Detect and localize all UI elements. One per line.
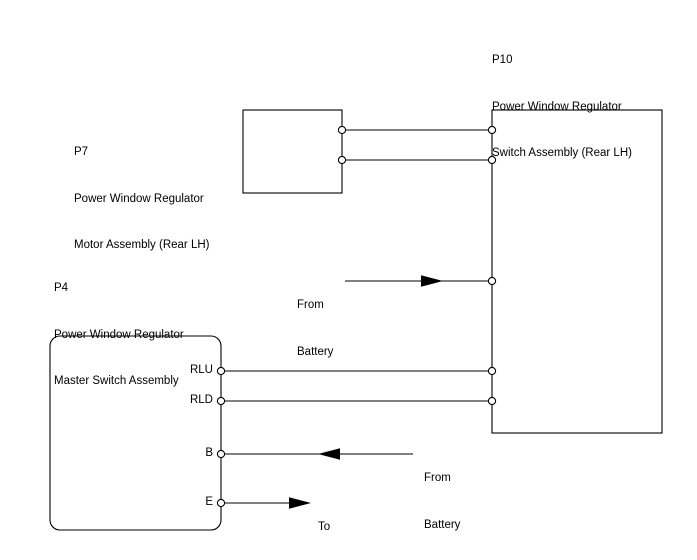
annotation-from-battery-p10-line-1: From (297, 299, 324, 311)
arrowhead-from-battery-to-p10 (421, 275, 443, 287)
p10-component-label: P10 Power Window Regulator Switch Assemb… (492, 22, 632, 193)
terminal-label-rlu: RLU (189, 364, 213, 376)
terminal-node-p4-b (216, 449, 226, 459)
p4-component-label: P4 Power Window Regulator Master Switch … (54, 250, 184, 421)
annotation-from-battery-b-line-1: From (424, 472, 451, 484)
p10-desc-line-2: Switch Assembly (Rear LH) (492, 147, 632, 159)
p4-component-box (49, 335, 222, 531)
p10-ref-text: P10 (492, 54, 513, 66)
p7-ref-text: P7 (74, 146, 89, 158)
terminal-node-p7-upper (337, 125, 347, 135)
annotation-from-battery-p10: From Battery (297, 267, 333, 391)
p4-desc-line-1: Power Window Regulator (54, 328, 184, 341)
terminal-node-p10-battery (487, 276, 497, 286)
arrowhead-to-body-ground (289, 497, 311, 509)
terminal-label-b: B (205, 447, 213, 459)
p7-desc-line-1: Power Window Regulator (74, 192, 204, 205)
p10-component-box (491, 109, 663, 434)
terminal-node-p10-motor-lower (487, 155, 497, 165)
annotation-from-battery-b-line-2: Battery (424, 518, 461, 531)
annotation-to-body-ground-line-1: To (318, 521, 331, 533)
terminal-label-e: E (205, 496, 213, 508)
terminal-node-p4-e (216, 498, 226, 508)
terminal-node-p10-rld (487, 396, 497, 406)
terminal-node-p4-rld (216, 396, 226, 406)
terminal-node-p10-rlu (487, 366, 497, 376)
terminal-node-p4-rlu (216, 366, 226, 376)
terminal-label-rld: RLD (189, 394, 213, 406)
p7-component-box (242, 109, 343, 194)
annotation-to-body-ground: To Body ground (318, 489, 383, 560)
p4-ref-text: P4 (54, 282, 69, 294)
p10-desc-line-1: Power Window Regulator (492, 100, 622, 113)
terminal-node-p10-motor-upper (487, 125, 497, 135)
annotation-from-battery-p10-line-2: Battery (297, 345, 334, 358)
p7-component-label: P7 Power Window Regulator Motor Assembly… (74, 114, 209, 285)
p7-desc-line-2: Motor Assembly (Rear LH) (74, 239, 210, 251)
p4-desc-line-2: Master Switch Assembly (54, 375, 179, 387)
terminal-node-p7-lower (337, 155, 347, 165)
arrowhead-from-battery-to-p4-b (318, 448, 340, 460)
annotation-from-battery-b: From Battery (424, 440, 460, 560)
